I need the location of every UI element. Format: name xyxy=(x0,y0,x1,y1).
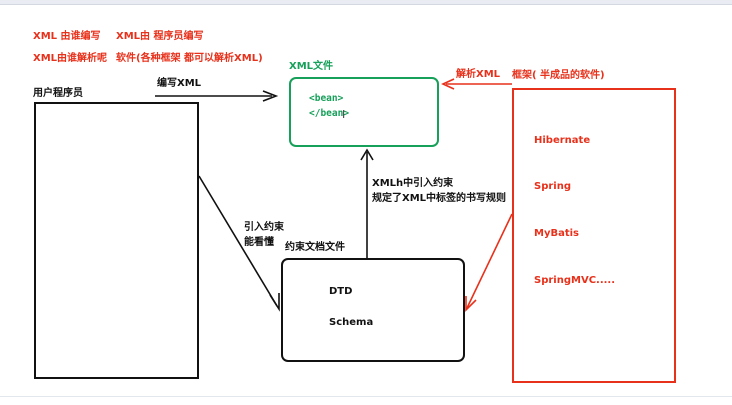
edge-label-write-xml: 编写XML xyxy=(157,78,202,89)
text-cursor-icon: I xyxy=(342,108,346,121)
arrow-write-xml xyxy=(155,90,279,102)
arrow-import-constraint xyxy=(198,175,280,312)
note-software-parses: 软件(各种框架 都可以解析XML) xyxy=(116,53,263,64)
note-programmer-writes: XML由 程序员编写 xyxy=(116,31,204,42)
constraint-item-schema: Schema xyxy=(329,317,374,328)
frameworks-box xyxy=(512,88,676,383)
edge-label-import-constraint: 引入约束 xyxy=(244,222,284,233)
user-programmer-label: 用户程序员 xyxy=(33,88,83,99)
edge-label-xml-import: XMLh中引入约束 xyxy=(372,178,454,189)
note-who-parses: XML由谁解析呢 xyxy=(33,53,108,64)
xml-file-label: XML文件 xyxy=(289,61,334,72)
constraint-item-dtd: DTD xyxy=(329,286,353,297)
framework-item-mybatis: MyBatis xyxy=(534,228,579,239)
edge-label-parse-xml: 解析XML xyxy=(456,69,501,80)
framework-item-hibernate: Hibernate xyxy=(534,135,591,146)
code-bean-close: </bean> xyxy=(309,108,350,119)
window-top-bar xyxy=(0,0,732,5)
arrow-parse-xml xyxy=(441,78,512,90)
bottom-divider xyxy=(0,396,732,397)
framework-item-springmvc: SpringMVC..... xyxy=(534,275,616,286)
constraint-doc-box xyxy=(281,258,465,362)
edge-label-tag-rules: 规定了XML中标签的书写规则 xyxy=(372,193,507,204)
arrow-constrain-xml xyxy=(360,148,374,258)
edge-label-understand: 能看懂 xyxy=(244,237,274,248)
note-who-writes: XML 由谁编写 xyxy=(33,31,101,42)
user-programmer-box xyxy=(34,102,199,379)
framework-item-spring: Spring xyxy=(534,181,571,192)
constraint-doc-label: 约束文档文件 xyxy=(285,242,345,253)
xml-file-box xyxy=(289,77,439,147)
arrow-frameworks-constraint xyxy=(465,213,513,312)
code-bean-open: <bean> xyxy=(309,93,344,104)
frameworks-label: 框架( 半成品的软件) xyxy=(512,70,605,81)
